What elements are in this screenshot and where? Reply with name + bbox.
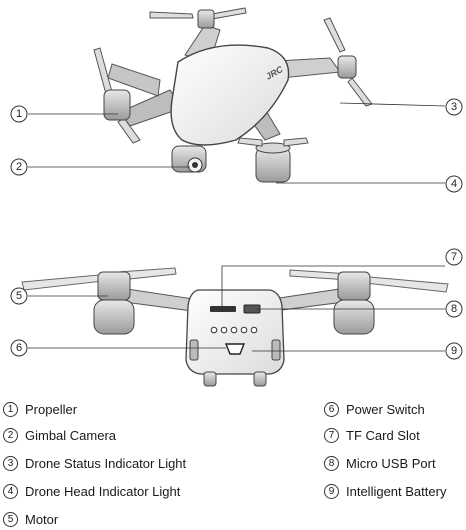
parts-legend: 1 Propeller 2 Gimbal Camera 3 Drone Stat… [0,396,466,530]
legend-num: 8 [324,456,339,471]
callout-8: 8 [451,303,457,315]
legend-item-propeller: 1 Propeller [3,402,77,417]
propeller-front-left [93,47,141,144]
legend-num: 1 [3,402,18,417]
legend-item-gimbal-camera: 2 Gimbal Camera [3,428,116,443]
callout-5: 5 [16,290,22,302]
legend-label: Micro USB Port [346,456,436,471]
rear-leader-lines [28,265,445,352]
drone-top-view: JRC [93,7,373,183]
legend-item-tf-card-slot: 7 TF Card Slot [324,428,420,443]
legend-label: Gimbal Camera [25,428,117,443]
drone-diagram: JRC [10,7,463,387]
legend-label: Drone Status Indicator Light [25,456,187,471]
legend-item-head-light: 4 Drone Head Indicator Light [3,484,180,499]
legend-num: 6 [324,402,339,417]
motor-front-right [237,137,309,183]
legend-num: 5 [3,512,18,527]
legend-item-status-light: 3 Drone Status Indicator Light [3,456,186,471]
callout-7: 7 [451,251,457,263]
legend-item-power-switch: 6 Power Switch [324,402,425,417]
callout-1: 1 [16,108,22,120]
legend-label: Drone Head Indicator Light [25,484,181,499]
drone-rear-view [21,267,449,387]
legend-num: 9 [324,484,339,499]
battery-level-dots [210,326,258,334]
legend-num: 3 [3,456,18,471]
tf-card-slot [210,306,236,312]
callout-9: 9 [451,345,457,357]
gimbal-camera [171,145,207,173]
legend-label: Intelligent Battery [346,484,447,499]
callout-3: 3 [451,101,457,113]
callout-6: 6 [16,342,22,354]
callout-4: 4 [451,178,457,190]
callout-markers [10,98,463,360]
power-switch [224,343,246,355]
legend-item-micro-usb: 8 Micro USB Port [324,456,436,471]
top-leader-lines [28,102,446,184]
callout-2: 2 [16,161,22,173]
legend-label: TF Card Slot [346,428,420,443]
propeller-rear-left [149,7,247,29]
legend-label: Power Switch [346,402,425,417]
legend-num: 7 [324,428,339,443]
legend-num: 4 [3,484,18,499]
legend-num: 2 [3,428,18,443]
legend-item-motor: 5 Motor [3,512,58,527]
legend-label: Motor [25,512,59,527]
propeller-rear-right [323,17,373,107]
legend-label: Propeller [25,402,78,417]
legend-item-battery: 9 Intelligent Battery [324,484,446,499]
